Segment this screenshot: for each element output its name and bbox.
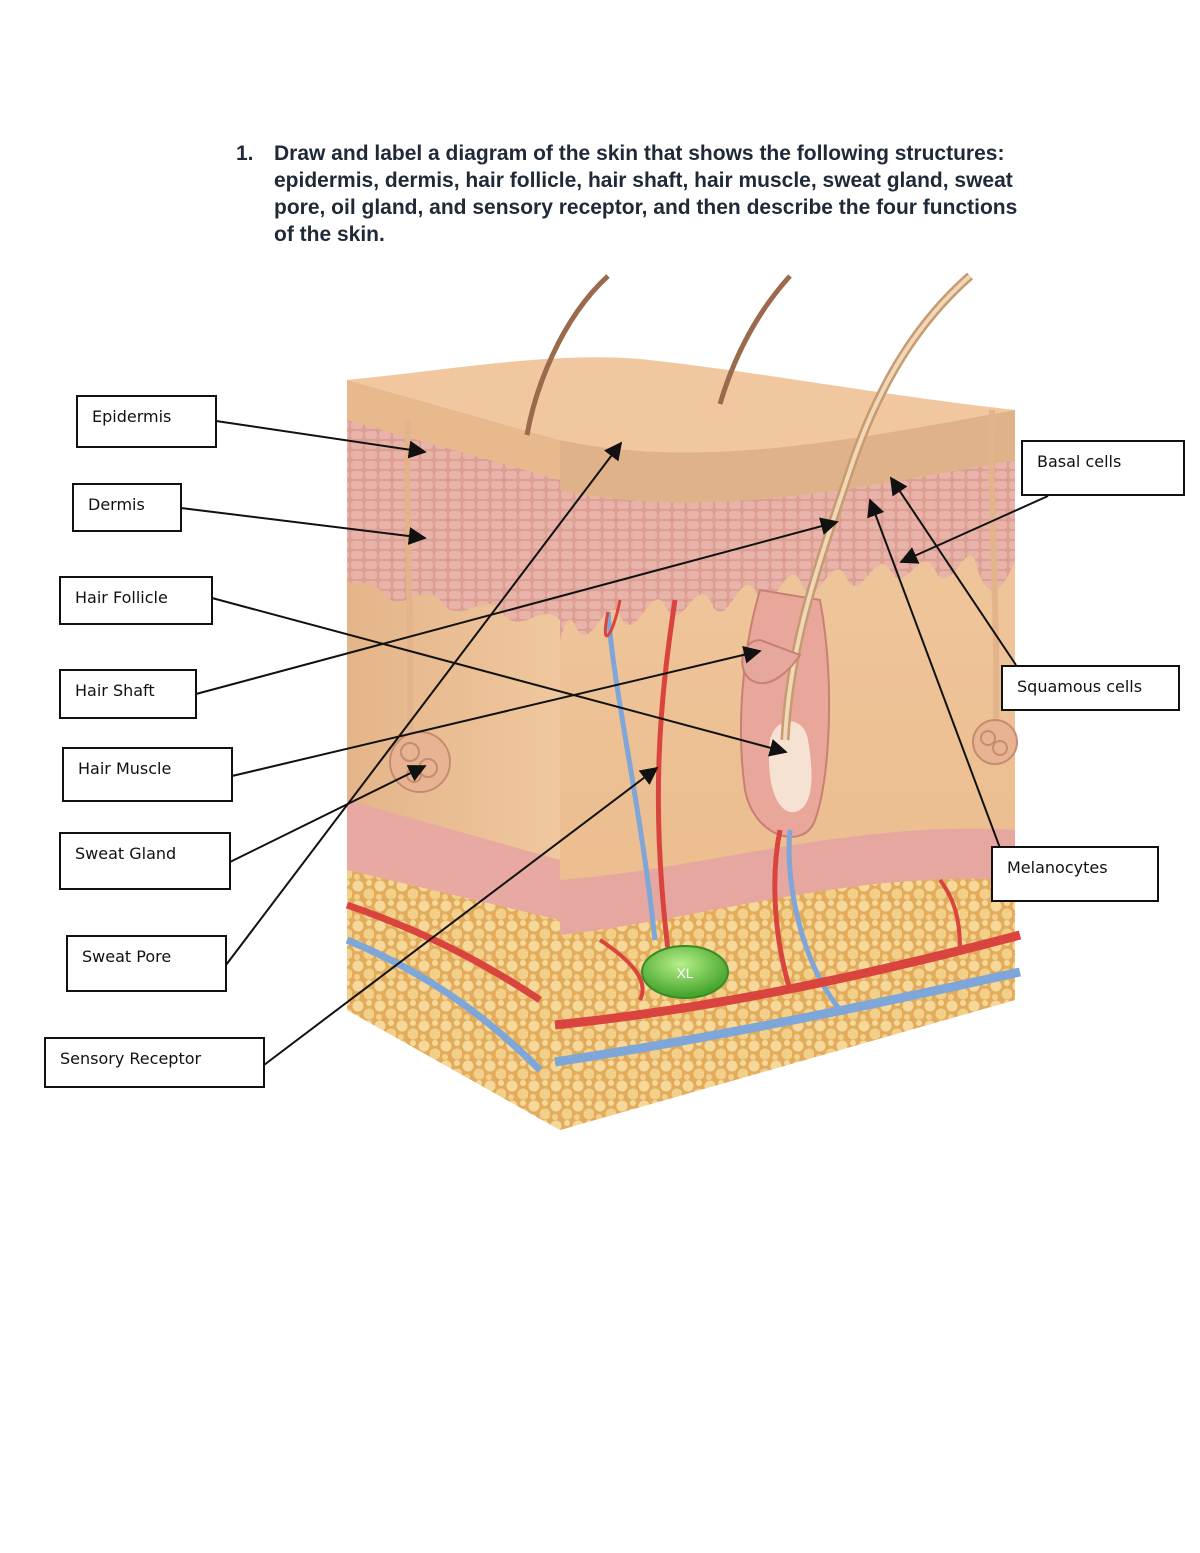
label-basal-cells: Basal cells: [1021, 440, 1185, 496]
hair-strand-2: [717, 274, 792, 405]
blood-vessels: [345, 599, 1022, 1073]
hair-strand-1: [524, 274, 610, 436]
arrow-hair-shaft: [195, 517, 839, 695]
leader-arrows: [180, 420, 1049, 1066]
question: 1. Draw and label a diagram of the skin …: [236, 140, 1036, 248]
arrow-melanocytes: [867, 498, 1001, 849]
arrow-basal-cells: [899, 495, 1049, 564]
arrow-sweat-gland: [229, 765, 427, 863]
arrow-sweat-pore: [225, 441, 623, 966]
label-sweat-gland: Sweat Gland: [59, 832, 231, 890]
question-number: 1.: [236, 142, 254, 165]
label-sweat-pore: Sweat Pore: [66, 935, 227, 992]
block-left-face: [347, 380, 560, 1130]
arrow-squamous-cells: [889, 476, 1017, 666]
question-text: Draw and label a diagram of the skin tha…: [274, 142, 1018, 246]
label-squamous-cells: Squamous cells: [1001, 665, 1180, 711]
label-dermis: Dermis: [72, 483, 182, 532]
arrow-hair-follicle: [211, 597, 788, 757]
arrow-hair-muscle: [231, 645, 762, 777]
label-hair-muscle: Hair Muscle: [62, 747, 233, 802]
sweat-gland-right: [972, 409, 1018, 765]
arrow-epidermis: [215, 420, 427, 459]
label-sensory-receptor: Sensory Receptor: [44, 1037, 265, 1088]
label-epidermis: Epidermis: [76, 395, 217, 448]
receptor-marker-text: XL: [676, 965, 693, 981]
label-hair-shaft: Hair Shaft: [59, 669, 197, 719]
arrow-sensory-receptor: [263, 766, 659, 1066]
sensory-receptor-marker: [641, 945, 729, 999]
hair-follicle-drawing: [739, 272, 973, 838]
label-hair-follicle: Hair Follicle: [59, 576, 213, 625]
label-melanocytes: Melanocytes: [991, 846, 1159, 902]
arrow-dermis: [180, 507, 427, 545]
skin-surface: [347, 357, 1015, 453]
